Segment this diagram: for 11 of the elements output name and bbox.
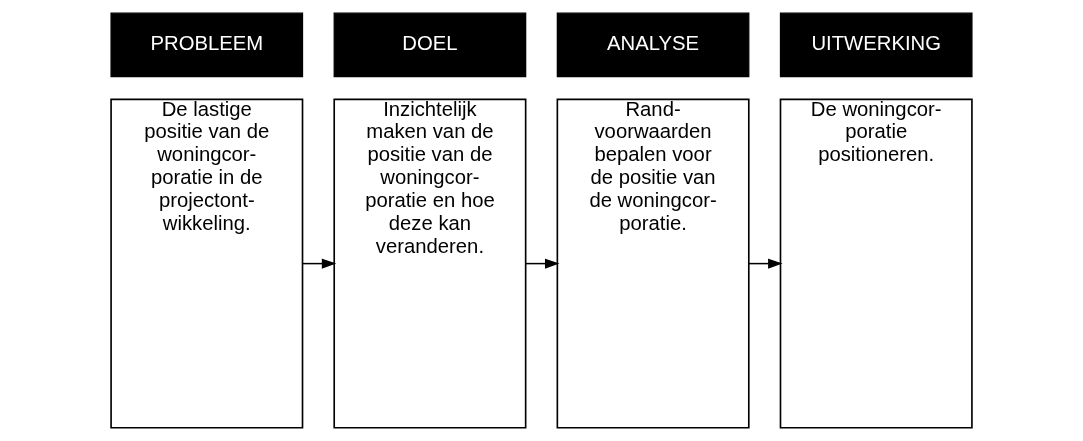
arrow	[525, 258, 560, 269]
arrow	[301, 258, 337, 269]
node-box: Rand- voorwaarden bepalen voor de positie van de woningcor- poratie.	[556, 98, 750, 429]
node-box: Inzichtelijk maken van de positie van de woningcor- poratie en hoe deze kan veranderen.	[333, 98, 527, 429]
node-box: De lastige positie van de woningcor- poratie in de projectont- wikkeling.	[110, 98, 304, 429]
node-box: De woningcor- poratie positioneren.	[779, 98, 973, 429]
node-box: ANALYSE	[556, 12, 750, 78]
node-box: PROBLEEM	[110, 12, 304, 78]
node-box: DOEL	[333, 12, 527, 78]
node-box: UITWERKING	[779, 12, 973, 78]
arrow	[748, 258, 783, 269]
